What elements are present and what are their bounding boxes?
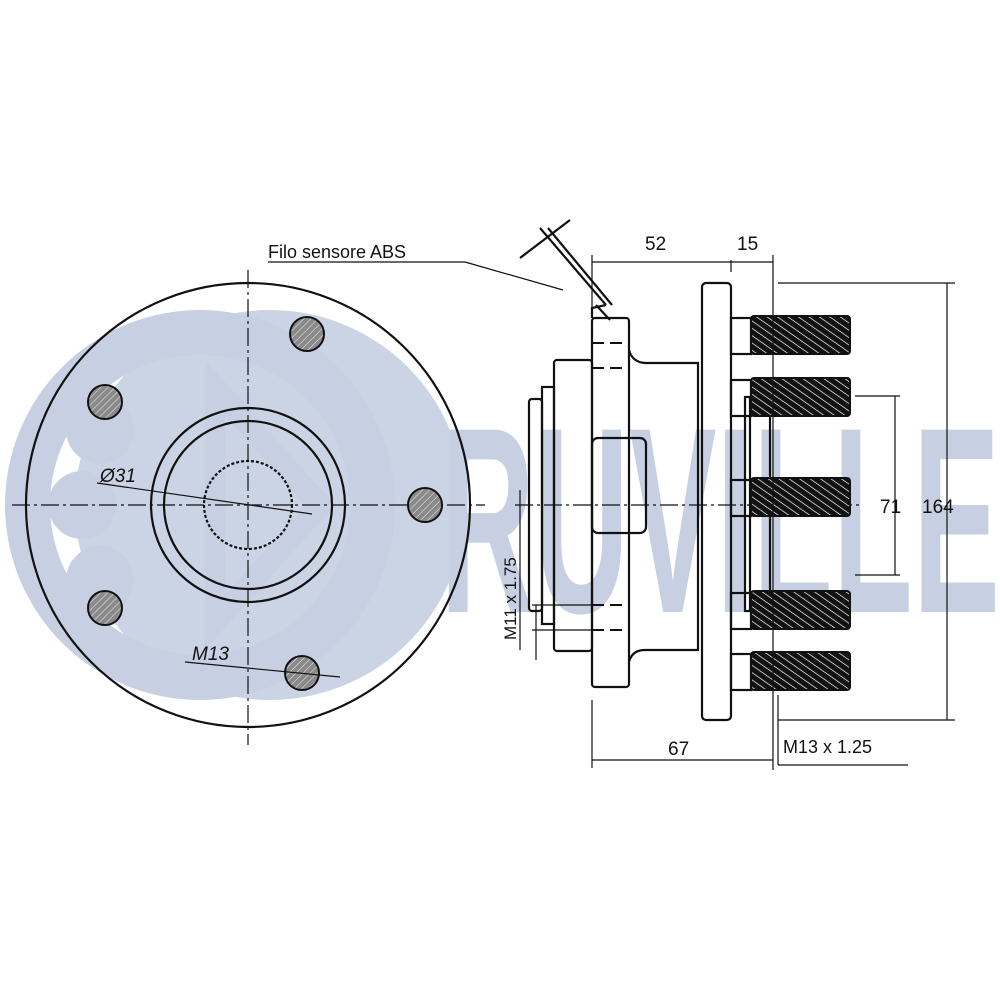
dimension-164: 164	[922, 497, 954, 518]
wheel-studs	[729, 315, 851, 692]
dimension-15: 15	[737, 234, 758, 255]
stud-size-label: M13	[192, 644, 229, 665]
dimension-52: 52	[645, 234, 666, 255]
stud-thread-label: M13 x 1.25	[783, 737, 872, 757]
bore-diameter-label: Ø31	[99, 466, 136, 487]
abs-sensor-label: Filo sensore ABS	[268, 242, 406, 262]
inner-thread-label: M11 x 1.75	[501, 557, 520, 640]
front-view	[12, 270, 485, 745]
dimension-67: 67	[668, 739, 689, 760]
bolt-holes	[87, 316, 443, 691]
dimension-lines	[268, 255, 955, 770]
brand-watermark-text: RUVILLE	[440, 373, 1000, 669]
dimension-71: 71	[880, 497, 901, 518]
